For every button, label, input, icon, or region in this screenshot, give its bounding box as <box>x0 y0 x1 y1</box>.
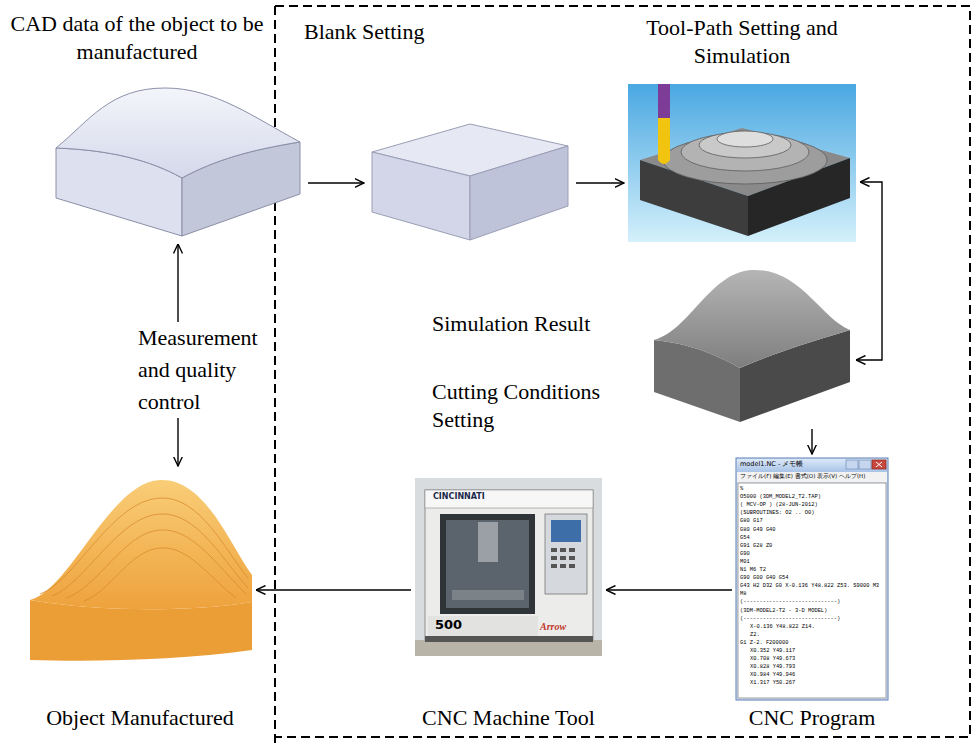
flow-arrow <box>856 182 882 360</box>
gcode-line: (-----------------------------) <box>740 615 840 623</box>
gcode-line: X1.317 Y50.267 <box>750 679 795 687</box>
menu-bar-text: ファイル(F) 編集(E) 書式(O) 表示(V) ヘルプ(H) <box>740 473 865 480</box>
flow-arrow <box>256 589 411 590</box>
gcode-line: G1 Z-2. F200000 <box>740 639 789 647</box>
foam-part-photo: Object Manufactured <box>28 470 252 662</box>
simulation-result: Simulation Result <box>650 266 852 425</box>
cnc-program-window: CNC Programmodel1.NC - メモ帳ファイル(F) 編集(E) … <box>736 458 888 700</box>
gcode-line: G91 G28 Z0 <box>740 542 772 550</box>
control-buttons <box>551 548 575 568</box>
close-cross <box>876 462 882 467</box>
model-name: Arrow <box>540 621 566 633</box>
machine-body <box>425 490 593 640</box>
gcode-line: X-0.136 Y48.822 Z14. <box>750 623 815 631</box>
gcode-line: % <box>740 485 743 493</box>
window-frame <box>736 458 888 700</box>
tool-tip <box>658 160 670 164</box>
machine-base <box>425 636 593 642</box>
machine-floor <box>415 640 602 656</box>
tool-holder <box>658 84 670 118</box>
terrace <box>717 131 773 147</box>
window-title: model1.NC - メモ帳 <box>740 460 803 469</box>
machine-door <box>440 514 535 614</box>
gcode-line: X0.708 Y49.673 <box>750 655 795 663</box>
machine-table <box>452 590 524 600</box>
gcode-line: (-----------------------------) <box>740 598 840 606</box>
flow-arrow <box>576 182 624 183</box>
gcode-line: X0.828 Y49.793 <box>750 663 795 671</box>
step-label: CNC Machine Tool <box>405 704 612 732</box>
gcode-line: (3DM-MODEL2-T2 - 3-D MODEL) <box>740 607 827 615</box>
blank-left-face <box>372 152 470 240</box>
gcode-line: X0.984 Y49.946 <box>750 671 795 679</box>
blank-right-face <box>470 146 568 240</box>
control-screen <box>551 520 581 542</box>
gcode-line: (SUBROUTINES: O2 .. O0) <box>740 509 814 517</box>
step-label: CNC Program <box>736 704 888 732</box>
process-boundary <box>275 6 970 745</box>
machine-spindle <box>478 522 498 562</box>
cnc-machine-photo: CNC Machine ToolCINCINNATI500Arrow <box>415 478 602 656</box>
gcode-line: G90 <box>740 550 750 558</box>
blank-block: Blank Setting <box>368 122 572 242</box>
machine-lower-panel <box>428 616 538 636</box>
gcode-line: X0.352 Y49.117 <box>750 647 795 655</box>
flow-arrow <box>811 429 812 454</box>
cutting-tool <box>658 118 670 160</box>
step-label: Blank Setting <box>304 18 424 46</box>
close-button <box>872 460 886 469</box>
gcode-line: M01 <box>740 558 750 566</box>
cad-top-surface <box>56 88 300 178</box>
edge-label: Measurement and quality control <box>138 322 264 418</box>
simulation-background <box>628 84 856 242</box>
result-top-surface <box>654 270 850 368</box>
step-label: Object Manufactured <box>28 704 252 732</box>
control-panel <box>545 514 587 594</box>
gcode-line: G90 G00 G40 G54 <box>740 574 789 582</box>
step-annotation: Cutting Conditions Setting <box>432 378 632 434</box>
flow-arrow <box>308 182 364 183</box>
gcode-line: G80 G17 <box>740 517 763 525</box>
machine-window <box>446 520 529 608</box>
menu-bar <box>737 472 887 482</box>
cad-model: CAD data of the object to be manufacture… <box>52 84 304 240</box>
code-area <box>738 483 886 698</box>
step-label: Simulation Result <box>432 310 590 338</box>
step-label: CAD data of the object to be manufacture… <box>4 10 270 66</box>
gcode-line: M8 <box>740 590 746 598</box>
gcode-line: N1 M6 T2 <box>740 566 766 574</box>
maximize-button <box>859 460 871 469</box>
step-label: Tool-Path Setting and Simulation <box>597 14 887 70</box>
gcode-line: G43 H2 D32 G0 X-0.136 Y48.822 Z53. S9000… <box>740 582 879 590</box>
machine-wall <box>415 478 602 656</box>
foam-top-surface <box>30 480 252 609</box>
brand-text: CINCINNATI <box>433 492 485 502</box>
minimize-button <box>846 460 858 469</box>
gcode-line: G54 <box>740 534 750 542</box>
window-title-bar <box>737 459 887 472</box>
flow-arrow <box>606 589 732 590</box>
terrace <box>699 132 791 158</box>
model-number: 500 <box>435 617 462 632</box>
gcode-line: ( MCV-OP ) (28-JUN-2012) <box>740 501 818 509</box>
gcode-line: G80 G49 G40 <box>740 526 776 534</box>
machining-marks <box>40 498 248 601</box>
machine-sign <box>425 490 593 508</box>
gcode-line: O5000 (3DM_MODEL2_T2.TAP) <box>740 493 821 501</box>
toolpath-simulation: Tool-Path Setting and Simulation <box>628 84 856 242</box>
gcode-line: Z2. <box>750 631 760 639</box>
